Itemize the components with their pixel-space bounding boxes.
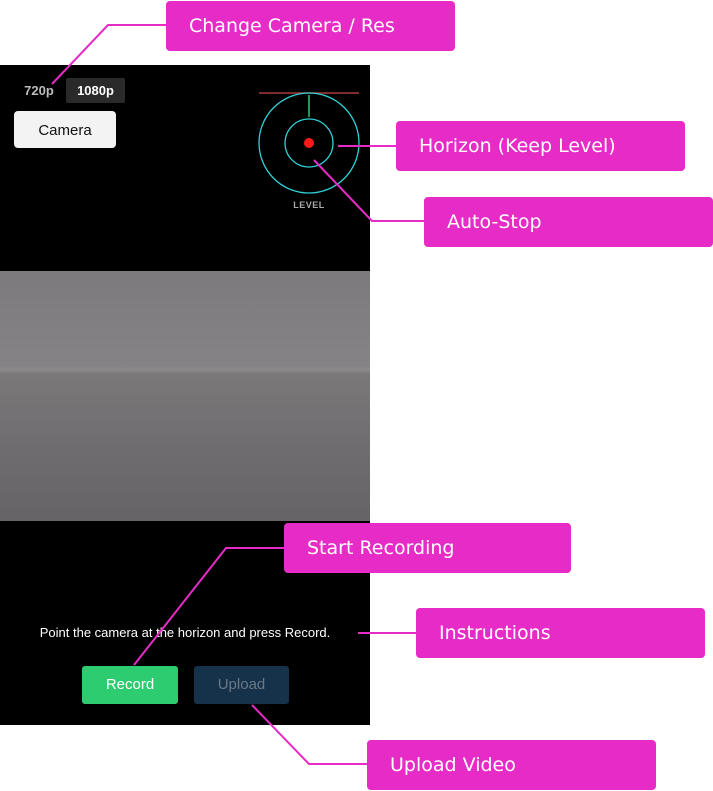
instructions-text: Point the camera at the horizon and pres…	[39, 625, 331, 640]
resolution-1080p-toggle[interactable]: 1080p	[66, 78, 125, 103]
camera-preview	[0, 271, 370, 521]
callout-start-recording: Start Recording	[284, 523, 571, 573]
callout-upload-video: Upload Video	[367, 740, 656, 790]
callout-instructions: Instructions	[416, 608, 705, 658]
level-inner-ring	[284, 118, 334, 168]
level-outer-ring	[258, 92, 360, 194]
level-label: LEVEL	[293, 200, 325, 210]
callout-auto-stop: Auto-Stop	[424, 197, 713, 247]
camera-app-screen: 720p 1080p Camera LEVEL Point the camera…	[0, 65, 370, 725]
level-indicator	[258, 92, 360, 194]
callout-horizon: Horizon (Keep Level)	[396, 121, 685, 171]
upload-button[interactable]: Upload	[194, 666, 289, 704]
record-button[interactable]: Record	[82, 666, 178, 704]
camera-switch-button[interactable]: Camera	[14, 111, 116, 148]
resolution-720p-toggle[interactable]: 720p	[24, 83, 54, 98]
level-bubble-dot	[304, 138, 314, 148]
callout-change-camera: Change Camera / Res	[166, 1, 455, 51]
